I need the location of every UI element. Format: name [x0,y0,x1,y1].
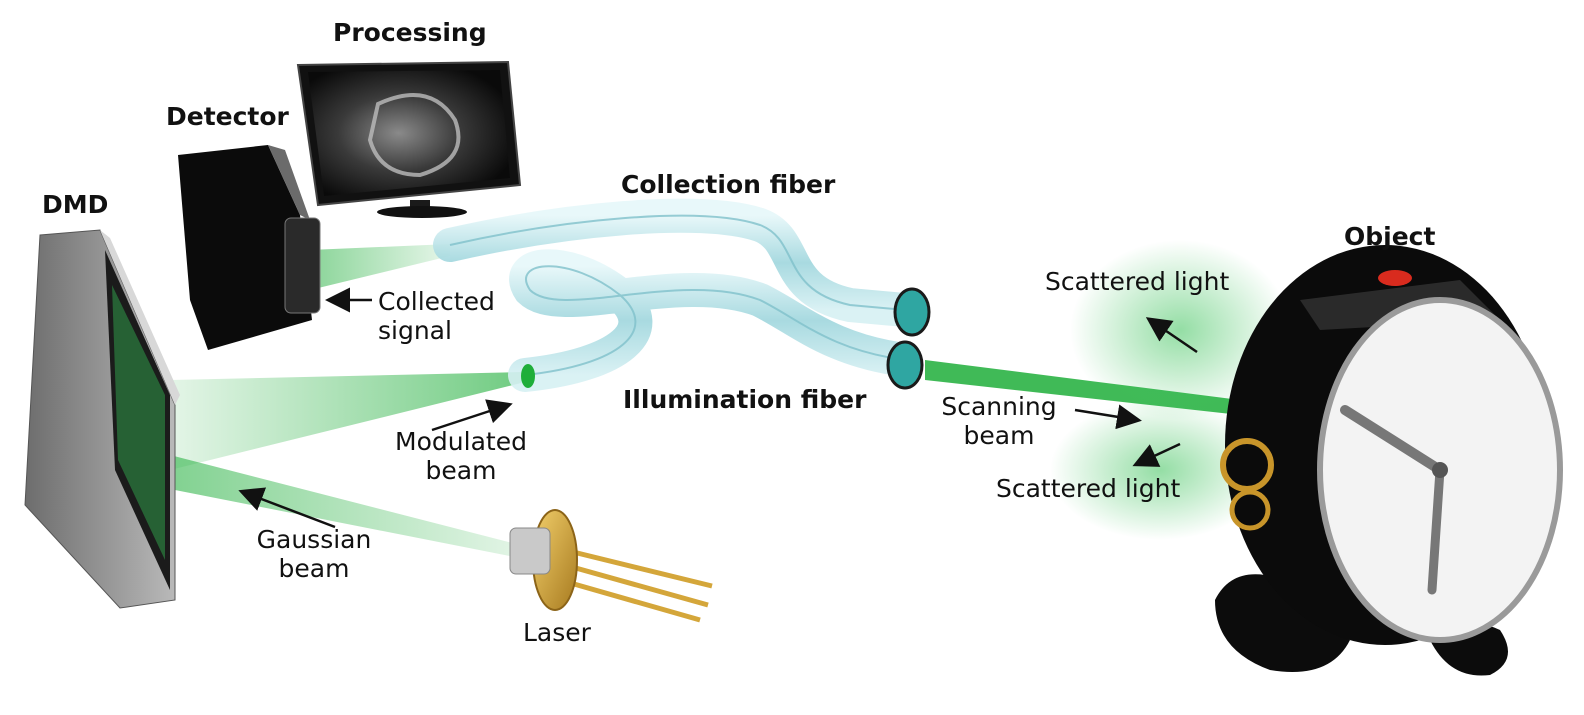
dmd-label: DMD [42,190,109,219]
collected-signal-line1: Collected [378,287,495,316]
gaussian-beam-line1: Gaussian [256,525,372,554]
collected-signal-beam [310,244,450,290]
illumination-fiber-label: Illumination fiber [623,385,867,414]
scanning-beam-line2: beam [963,421,1035,450]
gaussian-beam-label: Gaussian beam [256,525,372,583]
modulated-beam-line2: beam [425,456,497,485]
scattered-light-top-label: Scattered light [1045,267,1230,296]
scattered-light-glow [1050,240,1290,540]
optical-fiber-icon [433,198,931,392]
dmd-chip-icon [24,229,180,609]
laser-diode-icon [509,509,713,623]
monitor-icon [296,60,522,218]
modulated-beam [170,372,525,470]
modulated-beam-line1: Modulated [395,427,527,456]
detector-label: Detector [166,102,289,131]
gaussian-beam-line2: beam [278,554,350,583]
collected-signal-line2: signal [378,316,452,345]
collection-fiber-label: Collection fiber [621,170,836,199]
annotation-arrows [238,287,1198,529]
processing-label: Processing [333,18,487,47]
gaussian-beam [170,455,530,560]
scanning-beam-line1: Scanning [941,392,1057,421]
alarm-clock-icon [1215,245,1563,676]
collected-signal-label: Collected signal [378,287,495,345]
detector-camera-icon [178,145,321,350]
object-label: Object [1344,222,1436,251]
laser-label: Laser [523,618,591,647]
modulated-beam-label: Modulated beam [390,427,532,485]
scanning-beam-label: Scanning beam [940,392,1058,450]
scattered-light-bottom-label: Scattered light [996,474,1181,503]
